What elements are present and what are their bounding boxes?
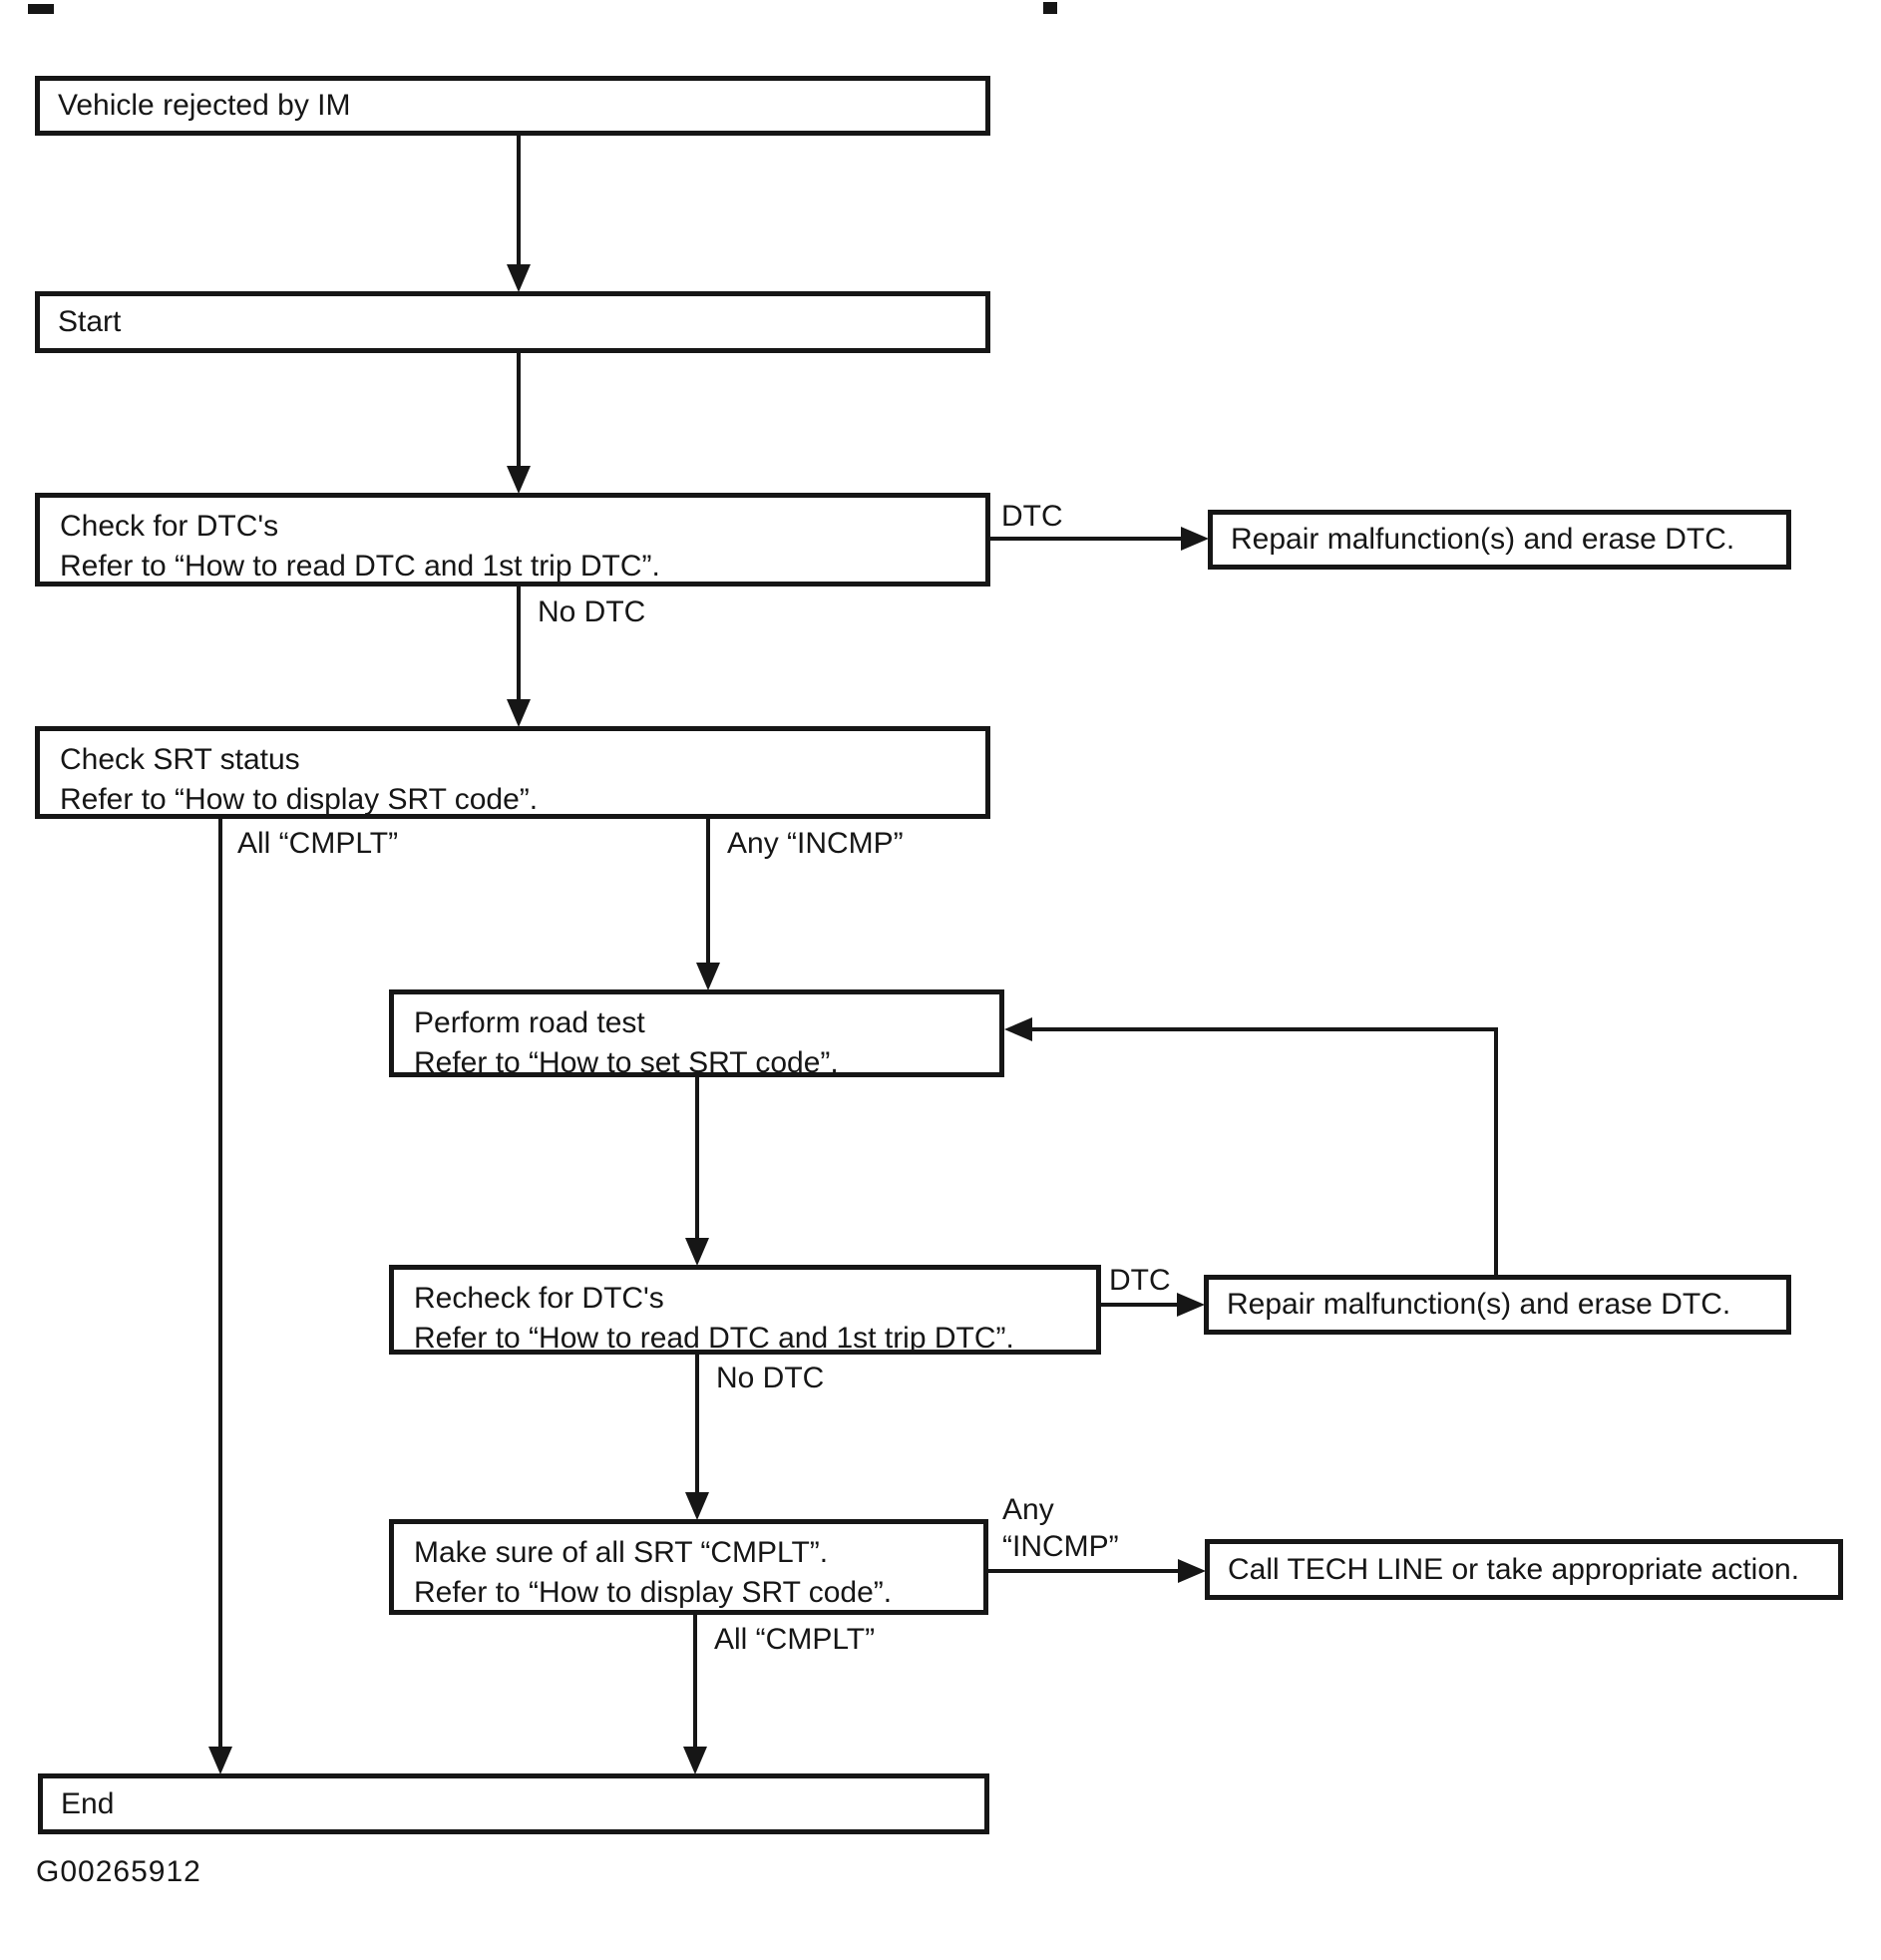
node-start-label: Start bbox=[58, 305, 122, 338]
arrowhead-icon bbox=[208, 1747, 232, 1774]
edge-makesure-to-end bbox=[693, 1615, 697, 1749]
node-check-srt-line2: Refer to “How to display SRT code”. bbox=[60, 783, 539, 816]
node-end-label: End bbox=[61, 1786, 115, 1820]
edge-repair2-loop-horizontal bbox=[1029, 1027, 1498, 1031]
arrowhead-icon bbox=[507, 264, 531, 292]
figure-id: G00265912 bbox=[36, 1855, 201, 1888]
node-end: End bbox=[38, 1773, 989, 1834]
arrowhead-icon bbox=[1181, 527, 1209, 551]
node-check-srt-line1: Check SRT status bbox=[60, 743, 300, 776]
arrowhead-icon bbox=[696, 963, 720, 990]
node-vehicle-rejected: Vehicle rejected by IM bbox=[35, 76, 990, 136]
node-recheck-dtc-line1: Recheck for DTC's bbox=[414, 1282, 664, 1315]
scan-artifact bbox=[1043, 2, 1057, 14]
edge-checksrt-to-end bbox=[218, 819, 222, 1749]
arrowhead-icon bbox=[1004, 1017, 1032, 1041]
edge-label-dtc-1: DTC bbox=[997, 499, 1067, 535]
arrowhead-icon bbox=[685, 1492, 709, 1520]
arrowhead-icon bbox=[1178, 1559, 1206, 1583]
node-check-dtc-line1: Check for DTC's bbox=[60, 510, 279, 543]
arrowhead-icon bbox=[683, 1747, 707, 1774]
edge-checksrt-to-roadtest bbox=[706, 819, 710, 965]
edge-label-all-cmplt-2: All “CMPLT” bbox=[710, 1622, 880, 1658]
edge-label-no-dtc-1: No DTC bbox=[534, 594, 650, 630]
node-vehicle-rejected-label: Vehicle rejected by IM bbox=[58, 89, 351, 122]
edge-label-any-incmp-1: Any “INCMP” bbox=[723, 826, 908, 862]
scan-artifact bbox=[28, 4, 54, 14]
node-road-test-line1: Perform road test bbox=[414, 1006, 645, 1039]
node-repair-2: Repair malfunction(s) and erase DTC. bbox=[1204, 1275, 1791, 1335]
edge-start-to-checkdtc bbox=[517, 352, 521, 467]
arrowhead-icon bbox=[507, 699, 531, 727]
edge-label-dtc-2: DTC bbox=[1105, 1263, 1175, 1299]
arrowhead-icon bbox=[1177, 1293, 1205, 1317]
edge-label-no-dtc-2: No DTC bbox=[712, 1361, 829, 1396]
edge-label-any-incmp-2-line2: “INCMP” bbox=[998, 1529, 1123, 1565]
node-call-tech-line-label: Call TECH LINE or take appropriate actio… bbox=[1228, 1552, 1800, 1586]
node-call-tech-line: Call TECH LINE or take appropriate actio… bbox=[1205, 1539, 1843, 1600]
arrowhead-icon bbox=[507, 466, 531, 494]
node-road-test: Perform road test Refer to “How to set S… bbox=[389, 989, 1004, 1079]
node-recheck-dtc-line2: Refer to “How to read DTC and 1st trip D… bbox=[414, 1322, 1014, 1355]
edge-label-any-incmp-2-line1: Any bbox=[998, 1492, 1058, 1528]
edge-repair2-loop-vertical bbox=[1494, 1029, 1498, 1275]
arrowhead-icon bbox=[685, 1238, 709, 1266]
edge-checkdtc-to-repair1 bbox=[989, 537, 1185, 541]
node-make-sure-srt: Make sure of all SRT “CMPLT”. Refer to “… bbox=[389, 1519, 988, 1615]
edge-recheck-to-repair2 bbox=[1101, 1303, 1181, 1307]
node-check-dtc-line2: Refer to “How to read DTC and 1st trip D… bbox=[60, 550, 660, 583]
node-repair-1: Repair malfunction(s) and erase DTC. bbox=[1208, 510, 1791, 570]
edge-vehicle-to-start bbox=[517, 135, 521, 267]
node-check-srt: Check SRT status Refer to “How to displa… bbox=[35, 726, 990, 819]
node-make-sure-srt-line1: Make sure of all SRT “CMPLT”. bbox=[414, 1536, 829, 1569]
edge-label-all-cmplt-1: All “CMPLT” bbox=[233, 826, 403, 862]
edge-recheck-to-makesure bbox=[695, 1355, 699, 1494]
edge-roadtest-to-recheck bbox=[695, 1077, 699, 1239]
node-repair-2-label: Repair malfunction(s) and erase DTC. bbox=[1227, 1288, 1731, 1321]
node-make-sure-srt-line2: Refer to “How to display SRT code”. bbox=[414, 1576, 893, 1609]
edge-makesure-to-calltech bbox=[988, 1569, 1182, 1573]
edge-checkdtc-to-checksrt bbox=[517, 586, 521, 700]
node-repair-1-label: Repair malfunction(s) and erase DTC. bbox=[1231, 523, 1735, 556]
node-road-test-line2: Refer to “How to set SRT code”. bbox=[414, 1046, 839, 1079]
node-start: Start bbox=[35, 291, 990, 353]
node-check-dtc: Check for DTC's Refer to “How to read DT… bbox=[35, 493, 990, 587]
node-recheck-dtc: Recheck for DTC's Refer to “How to read … bbox=[389, 1265, 1101, 1355]
